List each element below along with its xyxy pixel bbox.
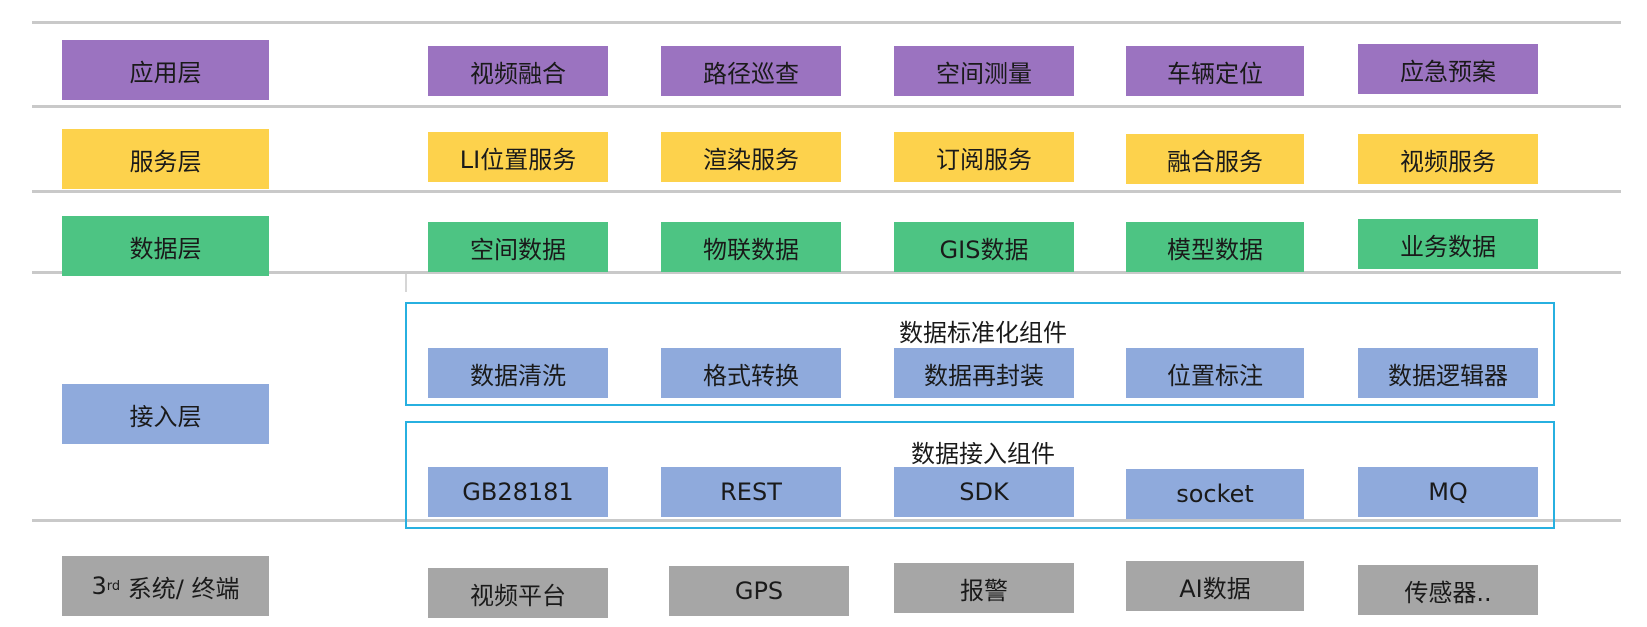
application-item: 应急预案 bbox=[1358, 44, 1538, 94]
application-item: 视频融合 bbox=[428, 46, 608, 96]
standardization-component-title: 数据标准化组件 bbox=[899, 319, 1067, 347]
standardization-item: 格式转换 bbox=[661, 348, 841, 398]
layer-label-application: 应用层 bbox=[62, 40, 269, 100]
application-item: 路径巡查 bbox=[661, 46, 841, 96]
third-party-label-superscript: rd bbox=[106, 578, 121, 594]
divider-top bbox=[32, 21, 1621, 24]
third-party-item: 报警 bbox=[894, 563, 1074, 613]
service-item: 订阅服务 bbox=[894, 132, 1074, 182]
divider-access-third-party bbox=[32, 519, 1621, 522]
service-item: 融合服务 bbox=[1126, 134, 1304, 184]
layer-label-access: 接入层 bbox=[62, 384, 269, 444]
standardization-item: 数据逻辑器 bbox=[1358, 348, 1538, 398]
access-layer-tick bbox=[405, 274, 407, 292]
application-item: 空间测量 bbox=[894, 46, 1074, 96]
standardization-component-group bbox=[405, 302, 1555, 406]
standardization-item: 位置标注 bbox=[1126, 348, 1304, 398]
third-party-item: 传感器.. bbox=[1358, 565, 1538, 615]
standardization-item: 数据清洗 bbox=[428, 348, 608, 398]
service-item: 视频服务 bbox=[1358, 134, 1538, 184]
ingestion-item: socket bbox=[1126, 469, 1304, 519]
divider-app-service bbox=[32, 105, 1621, 108]
ingestion-item: GB28181 bbox=[428, 467, 608, 517]
third-party-item: AI数据 bbox=[1126, 561, 1304, 611]
third-party-label-rest: 系统/ 终端 bbox=[120, 574, 240, 603]
data-item: 空间数据 bbox=[428, 222, 608, 272]
ingestion-component-group bbox=[405, 421, 1555, 529]
data-item: 模型数据 bbox=[1126, 222, 1304, 272]
standardization-item: 数据再封装 bbox=[894, 348, 1074, 398]
third-party-item: GPS bbox=[669, 566, 849, 616]
application-item: 车辆定位 bbox=[1126, 46, 1304, 96]
data-item: 业务数据 bbox=[1358, 219, 1538, 269]
layer-label-data: 数据层 bbox=[62, 216, 269, 276]
layer-label-service: 服务层 bbox=[62, 129, 269, 189]
ingestion-item: REST bbox=[661, 467, 841, 517]
third-party-item: 视频平台 bbox=[428, 568, 608, 618]
third-party-label-prefix: 3 bbox=[91, 572, 107, 600]
ingestion-item: MQ bbox=[1358, 467, 1538, 517]
ingestion-component-title: 数据接入组件 bbox=[911, 440, 1055, 468]
ingestion-item: SDK bbox=[894, 467, 1074, 517]
divider-service-data bbox=[32, 190, 1621, 193]
service-item: LI位置服务 bbox=[428, 132, 608, 182]
service-item: 渲染服务 bbox=[661, 132, 841, 182]
divider-data-access bbox=[32, 271, 1621, 274]
data-item: 物联数据 bbox=[661, 222, 841, 272]
data-item: GIS数据 bbox=[894, 222, 1074, 272]
